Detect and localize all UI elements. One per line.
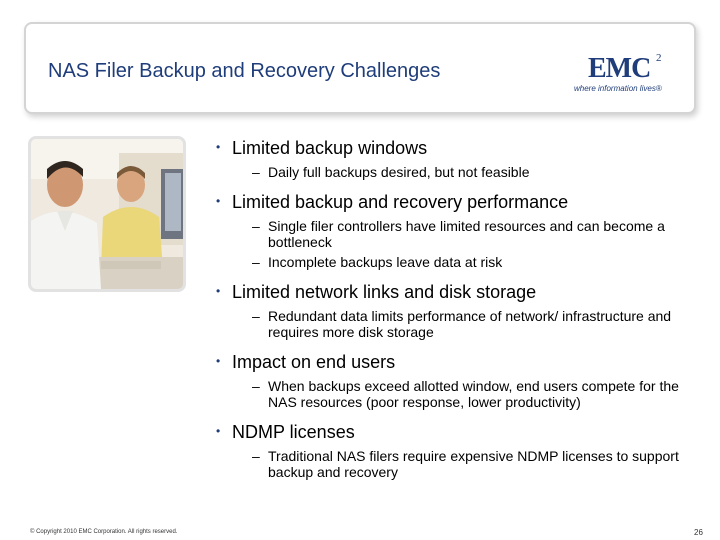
bullet-list: • Limited backup windows – Daily full ba…: [214, 136, 704, 480]
sub-dash: –: [252, 378, 260, 394]
sub-bullet-text: Redundant data limits performance of net…: [268, 308, 672, 340]
sub-dash: –: [252, 218, 260, 234]
sub-bullet-text: Traditional NAS filers require expensive…: [268, 448, 679, 480]
logo-superscript: 2: [656, 52, 662, 64]
bullet-text: Limited network links and disk storage: [232, 282, 537, 302]
sub-bullet-text: Incomplete backups leave data at risk: [268, 254, 503, 270]
sub-bullet-text: Daily full backups desired, but not feas…: [268, 164, 530, 180]
sub-dash: –: [252, 448, 260, 464]
sub-bullet: – Daily full backups desired, but not fe…: [252, 164, 704, 180]
logo-tagline: where information lives®: [574, 84, 662, 93]
bullet-dot: •: [216, 424, 221, 438]
sub-dash: –: [252, 164, 260, 180]
bullet-text: Limited backup windows: [232, 138, 428, 158]
sub-bullet-text: When backups exceed allotted window, end…: [268, 378, 679, 410]
sub-bullet: – Single filer controllers have limited …: [252, 218, 704, 250]
sub-bullet: – Traditional NAS filers require expensi…: [252, 448, 704, 480]
bullet-text: Impact on end users: [232, 352, 396, 372]
bullet-text: NDMP licenses: [232, 422, 355, 442]
page-number: 26: [694, 528, 703, 537]
bullet-item: • Limited backup windows – Daily full ba…: [214, 136, 704, 180]
sub-dash: –: [252, 254, 260, 270]
sub-bullet-text: Single filer controllers have limited re…: [268, 218, 665, 250]
slide-title: NAS Filer Backup and Recovery Challenges: [48, 60, 441, 82]
bullet-dot: •: [216, 140, 221, 154]
bullet-text: Limited backup and recovery performance: [232, 192, 569, 212]
title-box: NAS Filer Backup and Recovery Challenges…: [24, 22, 696, 114]
copyright-footer: © Copyright 2010 EMC Corporation. All ri…: [30, 529, 178, 535]
sub-bullet: – When backups exceed allotted window, e…: [252, 378, 704, 410]
bullet-item: • NDMP licenses – Traditional NAS filers…: [214, 420, 704, 480]
bullet-dot: •: [216, 194, 221, 208]
office-photo: [28, 136, 186, 292]
bullet-dot: •: [216, 354, 221, 368]
bullet-dot: •: [216, 284, 221, 298]
sub-bullet: – Incomplete backups leave data at risk: [252, 254, 704, 270]
bullet-item: • Limited backup and recovery performanc…: [214, 190, 704, 270]
logo-word: EMC: [588, 53, 651, 84]
office-photo-illustration: [31, 139, 183, 289]
emc-logo: EMC 2 where information lives®: [574, 52, 676, 98]
bullet-item: • Impact on end users – When backups exc…: [214, 350, 704, 410]
sub-bullet: – Redundant data limits performance of n…: [252, 308, 704, 340]
bullet-item: • Limited network links and disk storage…: [214, 280, 704, 340]
sub-dash: –: [252, 308, 260, 324]
